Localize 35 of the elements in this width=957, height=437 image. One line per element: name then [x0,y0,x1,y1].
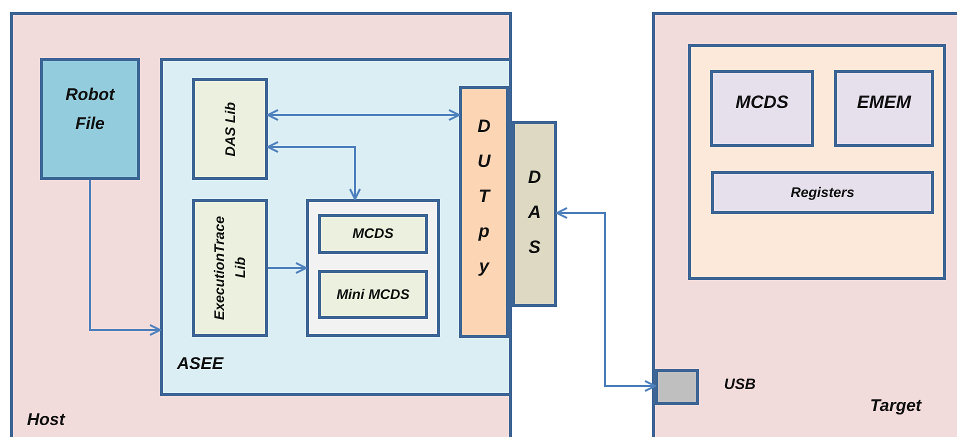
memory-box [834,70,934,147]
node-label: ExecutionTrace Lib [210,215,249,322]
node-label: Mini MCDS [336,285,410,304]
node-label: DAS [526,166,542,260]
arrow [267,141,361,200]
arrow [556,207,656,392]
node-label: Robot File [65,84,115,135]
file-box [40,58,140,180]
usb-port [655,369,699,405]
framework-panel [160,58,509,396]
server-box [512,121,557,307]
node-label: Host [27,409,65,432]
registers-box [711,171,934,214]
interface-box [459,86,509,338]
node-label: Registers [790,182,854,202]
module-box [318,214,428,254]
library-box [192,199,268,337]
node-label: MCDS [352,224,394,244]
module-box [318,270,428,319]
node-label: Target [870,395,922,418]
arrow [268,262,307,274]
node-label: DAS Lib [220,102,238,156]
node-label: ASEE [177,353,224,376]
processor-box [688,44,946,280]
arrow [89,180,161,336]
target-panel [652,12,957,437]
arrow [267,109,460,121]
host-panel [10,12,512,437]
node-label: DUTpy [476,115,492,278]
node-label: EMEM [857,91,911,114]
port-label: USB [724,376,756,393]
module-box [710,70,814,147]
module-group-box [306,199,440,337]
library-box [192,78,268,180]
node-label: MCDS [736,91,788,114]
